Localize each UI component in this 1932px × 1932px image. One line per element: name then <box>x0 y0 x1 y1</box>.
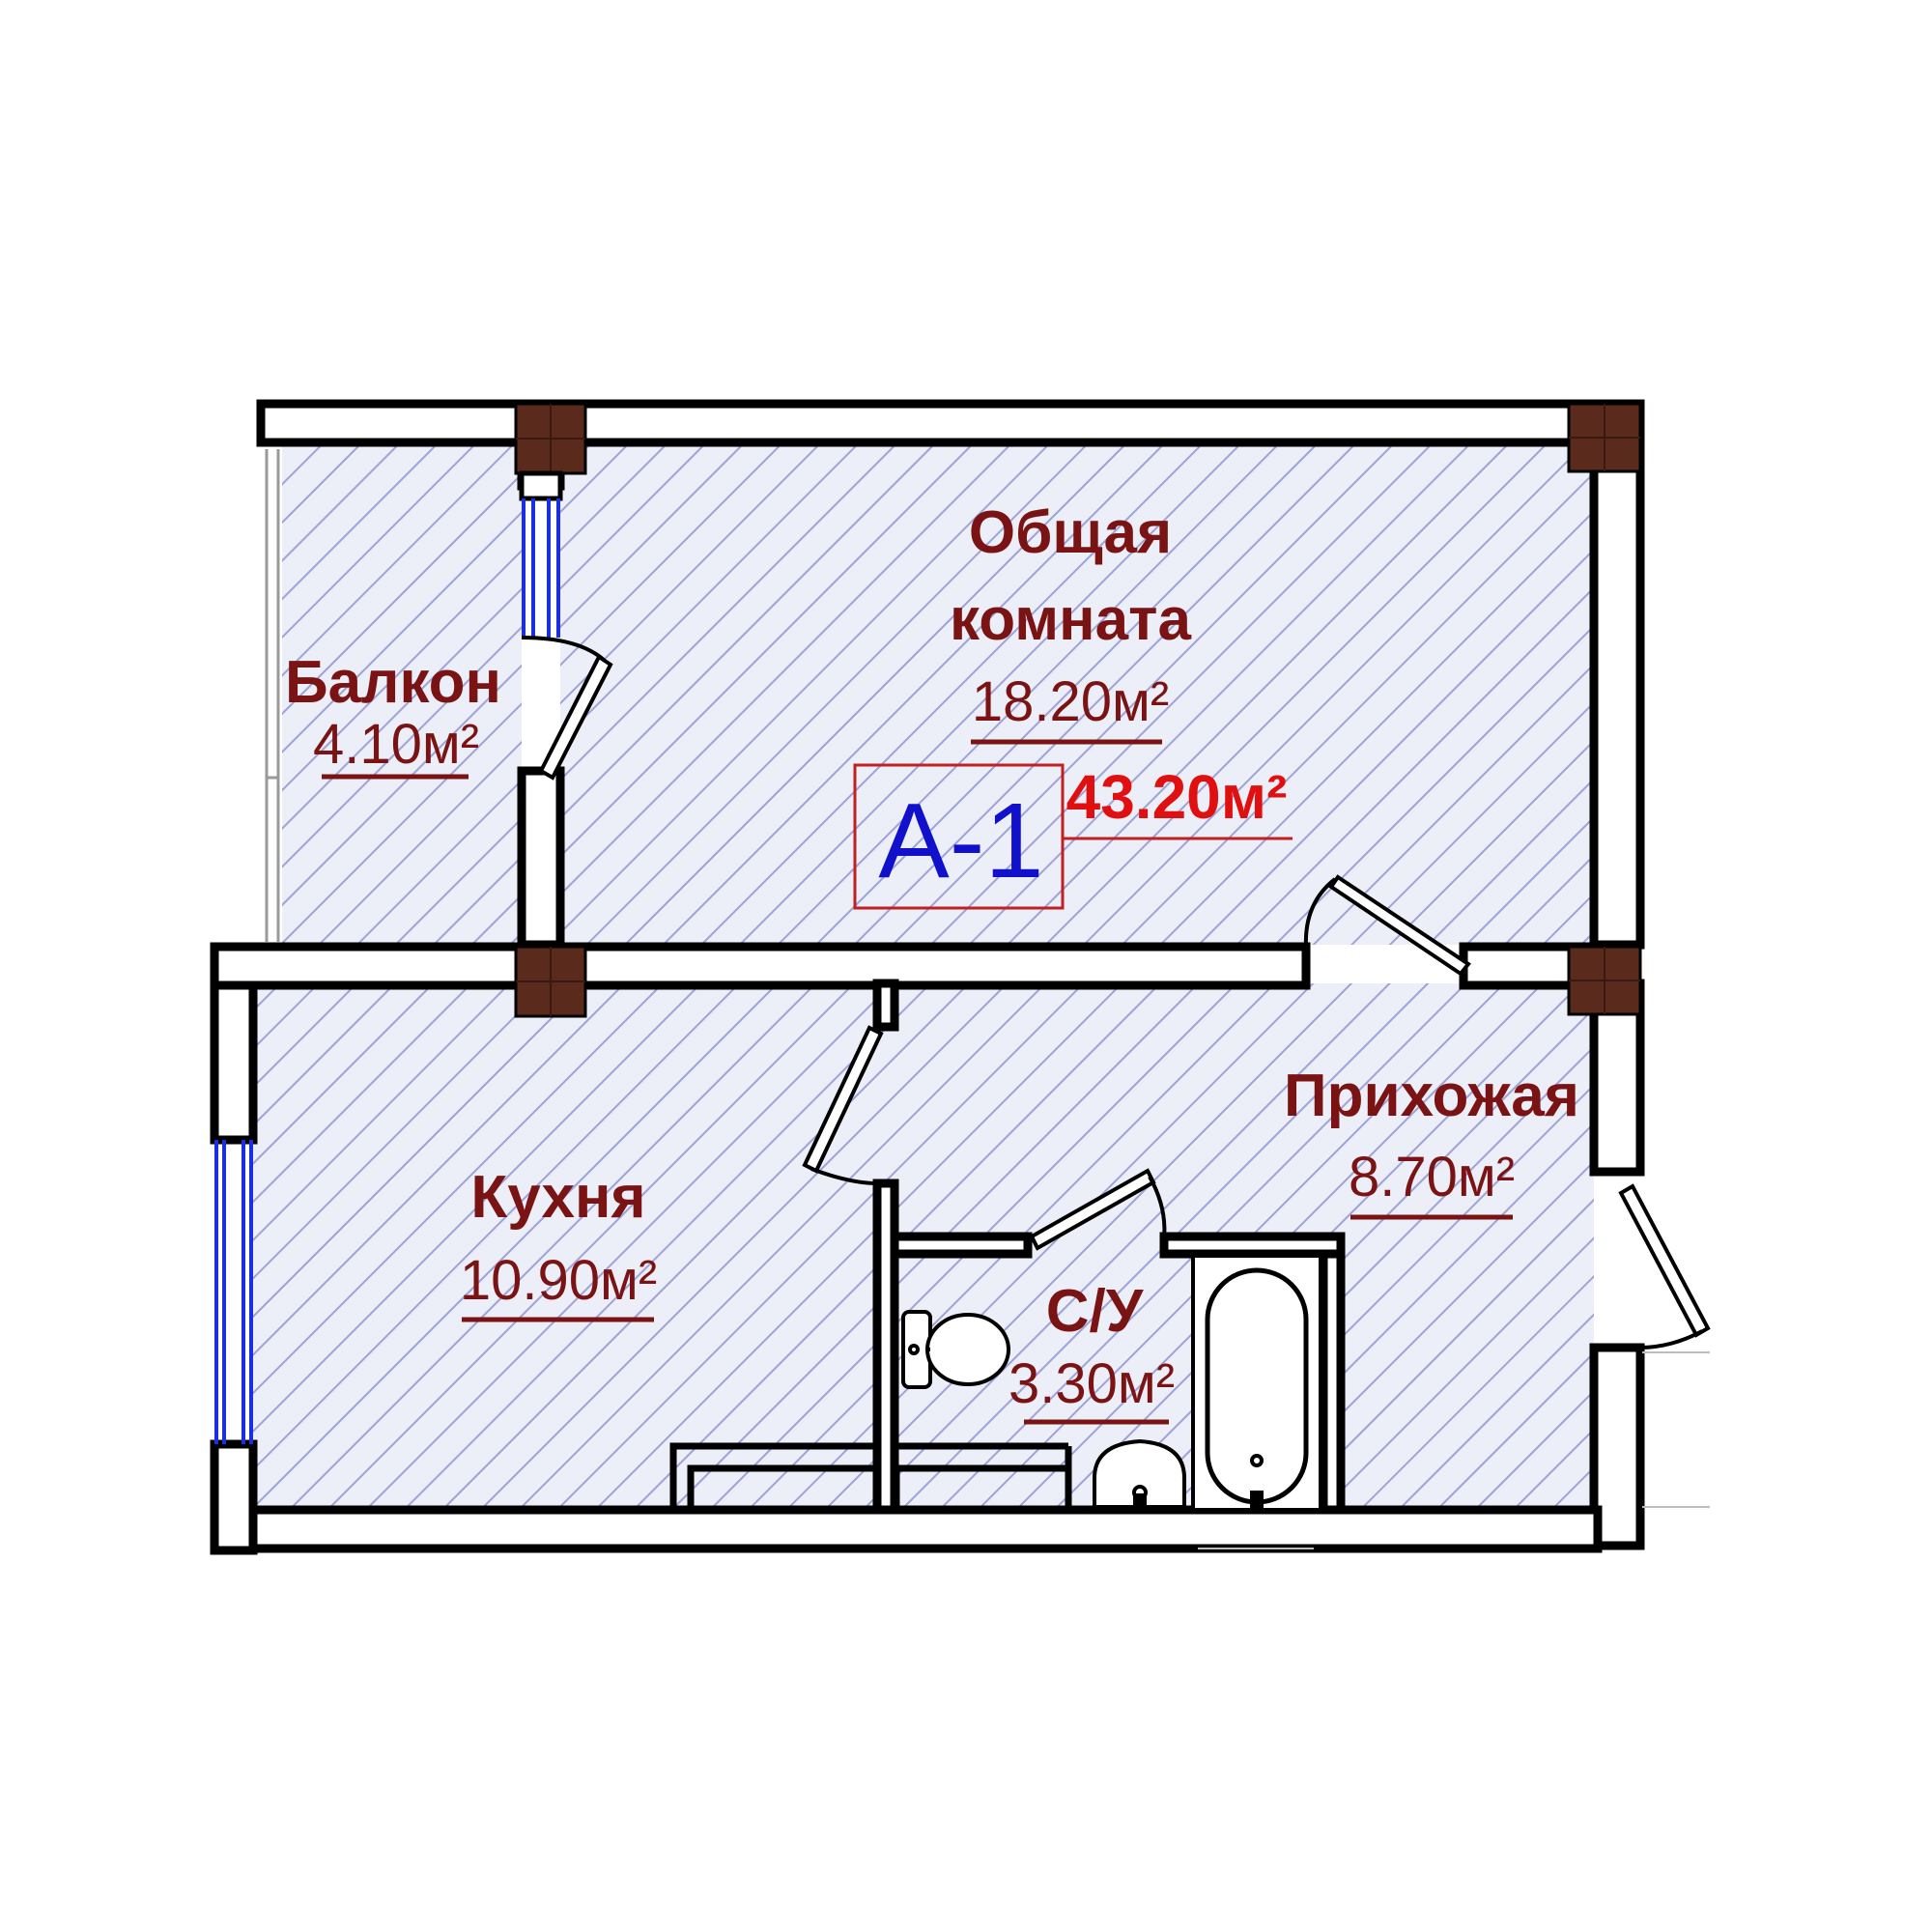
unit-id-box <box>853 763 1065 910</box>
bathtub-drain-icon <box>1250 1454 1264 1467</box>
toilet-icon <box>925 1313 1010 1386</box>
kitchen-window <box>214 1140 253 1444</box>
kitchen-counter <box>669 1442 1072 1514</box>
entrance-door-swing <box>1639 1329 1703 1350</box>
living-room-floor <box>560 442 1594 945</box>
balcony-railing <box>265 449 280 942</box>
column-bricks <box>516 404 1640 1016</box>
kitchen-partition-lower <box>872 1179 899 1515</box>
balcony-window <box>522 498 560 638</box>
bathroom-area: 3.30м² <box>1009 1352 1175 1415</box>
entrance-door-leaf <box>1618 1183 1711 1338</box>
bathtub-tap-icon <box>1250 1491 1264 1508</box>
bathroom-top-left <box>890 1232 1033 1259</box>
living-room-name-1: Общая <box>969 499 1172 566</box>
kitchen-partition-upper <box>872 979 899 1032</box>
bottom-wall <box>248 1505 1603 1553</box>
total-area: 43.20м² <box>1066 762 1288 832</box>
kitchen-area: 10.90м² <box>460 1249 657 1312</box>
bathroom-top-right <box>1159 1232 1346 1259</box>
hallway-name: Прихожая <box>1284 1063 1579 1129</box>
kitchen-name: Кухня <box>470 1164 645 1231</box>
bathroom-fixtures <box>901 1254 1322 1512</box>
top-wall <box>256 399 1645 447</box>
right-wall-upper <box>1589 438 1645 950</box>
left-wall-lower <box>210 1439 258 1555</box>
exterior-trim <box>1198 1351 1710 1549</box>
balcony-door-frame <box>519 470 563 501</box>
kitchen-door-leaf <box>802 1025 884 1174</box>
balcony-door-leaf <box>538 654 613 781</box>
living-door-swing <box>1303 877 1337 948</box>
living-door-leaf <box>1328 874 1471 977</box>
balcony-partition-lower <box>517 766 565 950</box>
living-room-area: 18.20м² <box>972 670 1169 733</box>
doors <box>521 636 1711 1350</box>
balcony-name: Балкон <box>285 649 501 716</box>
windows <box>214 470 563 1444</box>
bathroom-door-swing <box>1148 1176 1167 1239</box>
kitchen-floor <box>253 983 891 1510</box>
middle-wall-left <box>210 942 1311 990</box>
balcony-floor <box>282 442 522 945</box>
balcony-door-swing <box>521 636 607 663</box>
bathroom-name: С/У <box>1046 1278 1145 1345</box>
bathroom-right-wall <box>1319 1249 1346 1515</box>
labels: А-1 43.20м² Общая комната 18.20м² Балкон… <box>285 499 1579 1425</box>
kitchen-door-swing <box>810 1167 878 1185</box>
living-room-name-2: комната <box>950 586 1191 653</box>
balcony-area: 4.10м² <box>313 713 479 776</box>
sink-icon <box>1093 1438 1186 1509</box>
hallway-area: 8.70м² <box>1349 1146 1515 1208</box>
unit-id: А-1 <box>878 781 1043 900</box>
